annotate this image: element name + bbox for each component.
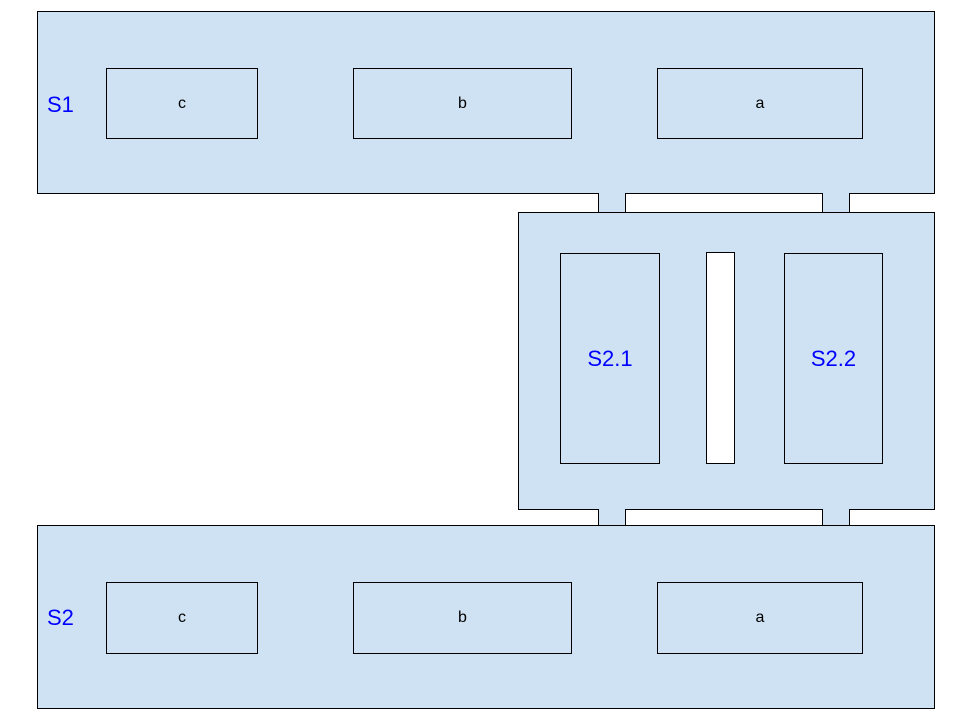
section-s1: S1 c b a (37, 11, 935, 194)
connector-top-left (598, 193, 626, 213)
s2-1-block: S2.1 (560, 253, 660, 464)
s2-2-block: S2.2 (784, 253, 883, 464)
section-s2-label: S2 (47, 605, 74, 630)
section-s1-label: S1 (47, 92, 74, 117)
s2-block-c: c (106, 582, 258, 654)
connector-bottom-right (822, 509, 850, 526)
middle-section: S2.1 S2.2 (518, 212, 935, 510)
s1-block-c: c (106, 68, 258, 139)
connector-bottom-left (598, 509, 626, 526)
s1-block-b: b (353, 68, 572, 139)
s1-block-a: a (657, 68, 863, 139)
s2-block-b: b (353, 582, 572, 654)
s2-block-a: a (657, 582, 863, 654)
divider-bar (706, 252, 735, 464)
connector-top-right (822, 193, 850, 213)
section-s2: S2 c b a (37, 525, 935, 709)
